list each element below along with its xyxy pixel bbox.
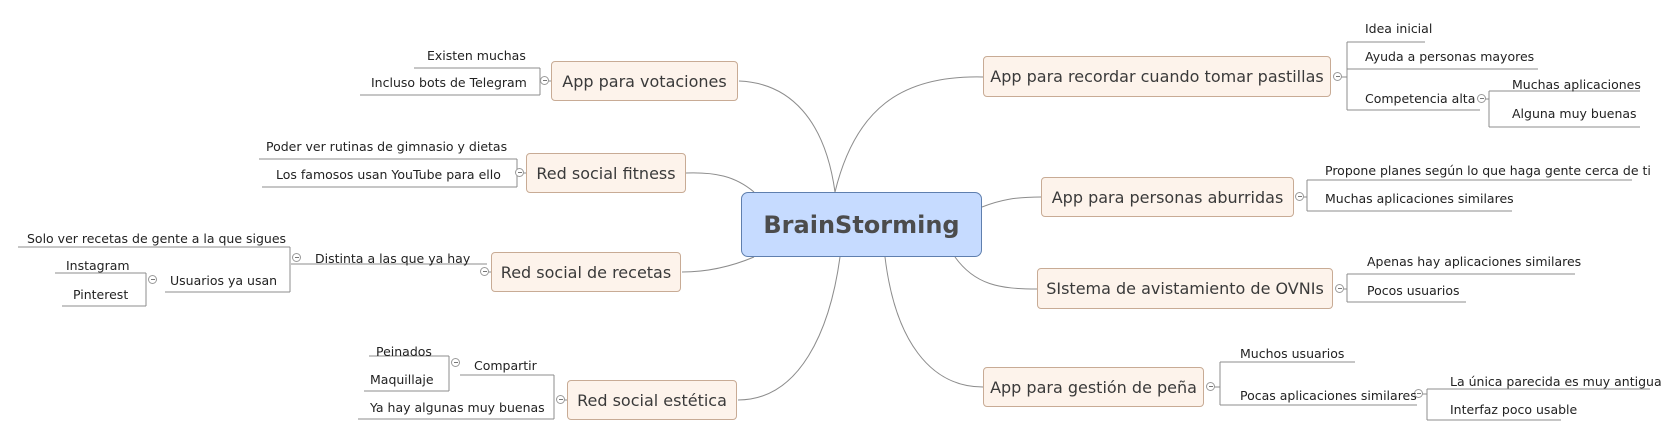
collapse-toggle-icon[interactable] — [148, 275, 157, 284]
topic-red-fitness[interactable]: Red social fitness — [526, 153, 686, 193]
collapse-toggle-icon[interactable] — [1295, 192, 1304, 201]
topic-gestion-pena[interactable]: App para gestión de peña — [983, 367, 1204, 407]
collapse-toggle-icon[interactable] — [1477, 94, 1486, 103]
topic-personas-aburridas[interactable]: App para personas aburridas — [1041, 177, 1294, 217]
subtopic-interfaz-poco-usable[interactable]: Interfaz poco usable — [1450, 402, 1578, 417]
collapse-toggle-icon[interactable] — [1333, 72, 1342, 81]
subtopic-peinados[interactable]: Peinados — [376, 344, 432, 359]
subtopic-instagram[interactable]: Instagram — [66, 258, 130, 273]
collapse-toggle-icon[interactable] — [1335, 284, 1344, 293]
subtopic-existen-muchas[interactable]: Existen muchas — [427, 48, 526, 63]
subtopic-ayuda-mayores[interactable]: Ayuda a personas mayores — [1365, 49, 1535, 64]
subtopic-compartir[interactable]: Compartir — [474, 358, 537, 373]
topic-red-recetas[interactable]: Red social de recetas — [491, 252, 681, 292]
collapse-toggle-icon[interactable] — [451, 358, 460, 367]
subtopic-solo-ver-recetas[interactable]: Solo ver recetas de gente a la que sigue… — [27, 231, 287, 246]
topic-pastillas[interactable]: App para recordar cuando tomar pastillas — [983, 56, 1331, 97]
subtopic-pocos-usuarios[interactable]: Pocos usuarios — [1367, 283, 1460, 298]
subtopic-unica-antigua[interactable]: La única parecida es muy antigua — [1450, 374, 1662, 389]
collapse-toggle-icon[interactable] — [556, 395, 565, 404]
collapse-toggle-icon[interactable] — [540, 76, 549, 85]
subtopic-bots-telegram[interactable]: Incluso bots de Telegram — [371, 75, 527, 90]
subtopic-usuarios-ya-usan[interactable]: Usuarios ya usan — [170, 273, 278, 288]
subtopic-distinta[interactable]: Distinta a las que ya hay — [315, 251, 471, 266]
collapse-toggle-icon[interactable] — [292, 253, 301, 262]
subtopic-muchas-aplicaciones[interactable]: Muchas aplicaciones — [1512, 77, 1641, 92]
subtopic-ya-hay-algunas[interactable]: Ya hay algunas muy buenas — [370, 400, 545, 415]
collapse-toggle-icon[interactable] — [1206, 382, 1215, 391]
collapse-toggle-icon[interactable] — [1414, 389, 1423, 398]
subtopic-maquillaje[interactable]: Maquillaje — [370, 372, 434, 387]
subtopic-rutinas-gimnasio[interactable]: Poder ver rutinas de gimnasio y dietas — [266, 139, 508, 154]
subtopic-apenas-similares[interactable]: Apenas hay aplicaciones similares — [1367, 254, 1582, 269]
subtopic-propone-planes[interactable]: Propone planes según lo que haga gente c… — [1325, 163, 1651, 178]
topic-votaciones[interactable]: App para votaciones — [551, 61, 738, 101]
central-topic[interactable]: BrainStorming — [741, 192, 982, 257]
collapse-toggle-icon[interactable] — [480, 267, 489, 276]
topic-red-estetica[interactable]: Red social estética — [567, 380, 737, 420]
subtopic-competencia-alta[interactable]: Competencia alta — [1365, 91, 1476, 106]
subtopic-pocas-similares[interactable]: Pocas aplicaciones similares — [1240, 388, 1417, 403]
subtopic-famosos-youtube[interactable]: Los famosos usan YouTube para ello — [276, 167, 501, 182]
subtopic-pinterest[interactable]: Pinterest — [73, 287, 129, 302]
collapse-toggle-icon[interactable] — [515, 168, 524, 177]
topic-ovnis[interactable]: SIstema de avistamiento de OVNIs — [1037, 268, 1333, 309]
subtopic-muchos-usuarios[interactable]: Muchos usuarios — [1240, 346, 1345, 361]
subtopic-alguna-muy-buenas[interactable]: Alguna muy buenas — [1512, 106, 1637, 121]
subtopic-idea-inicial[interactable]: Idea inicial — [1365, 21, 1433, 36]
subtopic-muchas-similares[interactable]: Muchas aplicaciones similares — [1325, 191, 1514, 206]
